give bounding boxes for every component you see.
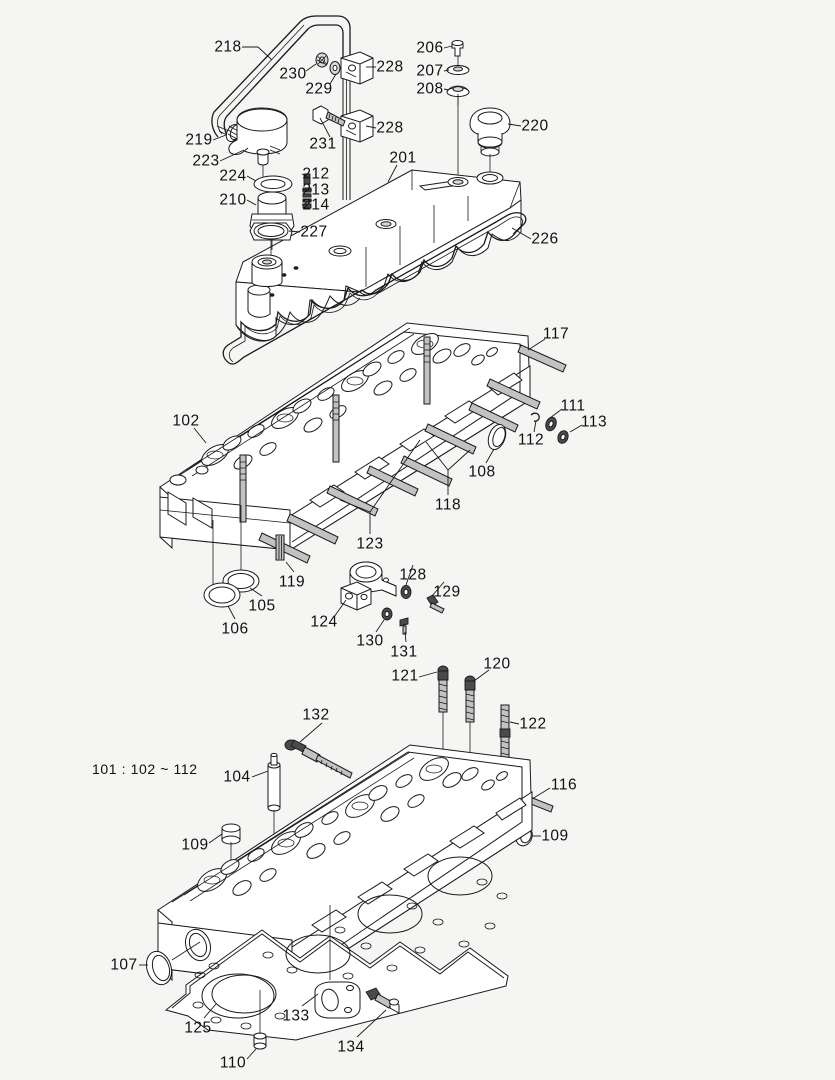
grommet-208 [446,85,470,105]
callout-124: 124 [310,613,338,631]
callout-106: 106 [221,620,249,638]
callout-130: 130 [356,632,384,650]
thermostat-plate-133 [314,905,361,1019]
washer-230 [315,52,329,68]
breather-body-223 [228,107,288,178]
callout-116: 116 [550,776,578,794]
washer-128 [400,585,412,599]
callout-213: 213 [302,181,330,199]
callout-226: 226 [531,230,559,248]
callout-210: 210 [219,191,247,209]
valve-guide-104 [267,752,281,910]
hose-clamp-228-lower [340,109,374,143]
callout-206: 206 [416,39,444,57]
callout-207: 207 [416,62,444,80]
callout-133: 133 [282,1007,310,1025]
callout-109-right: 109 [541,827,569,845]
callout-208: 208 [416,80,444,98]
callout-227: 227 [300,223,328,241]
callout-107: 107 [110,956,138,974]
washer-111 [545,416,557,432]
washer-207 [446,65,470,75]
callout-123: 123 [356,535,384,553]
leader-lines [139,45,583,1060]
breather-hose-218 [211,15,351,142]
callout-113: 113 [580,413,608,431]
callout-117: 117 [542,325,570,343]
callout-228-upper: 228 [376,58,404,76]
oil-filler-cap-220 [469,107,511,178]
callout-118: 118 [434,496,462,514]
plug-110 [253,990,267,1050]
dowel-pin-119 [275,534,285,561]
glow-plug-132 [284,739,353,779]
breather-mount-flange [251,254,283,287]
rocker-cover-201 [235,169,522,342]
callout-219: 219 [185,131,213,149]
callout-125: 125 [184,1019,212,1037]
bolt-134 [365,987,400,1014]
clip-112 [530,412,540,422]
callout-214: 214 [302,196,330,214]
small-parts-212-214 [302,173,312,209]
seal-ring-107 [145,941,201,986]
cover-bolt-206 [451,40,464,57]
callout-134: 134 [337,1038,365,1056]
callout-229: 229 [305,80,333,98]
gasket-ring-224 [253,175,293,193]
callout-231: 231 [309,135,337,153]
seal-ring-106 [203,582,241,608]
callout-119: 119 [278,573,306,591]
callout-128: 128 [399,566,427,584]
hose-clamp-228-upper [340,51,374,85]
washer-130 [381,607,393,621]
callout-218: 218 [214,38,242,56]
cylinder-head-102 [159,322,531,551]
plug-109-left [221,823,241,900]
callout-131: 131 [390,643,418,661]
callout-120: 120 [483,655,511,673]
callout-111: 111 [560,397,586,415]
callout-201: 201 [389,149,417,167]
parts-range-note: 101 : 102 ~ 112 [92,761,198,777]
callout-230: 230 [279,65,307,83]
callout-228-lower: 228 [376,119,404,137]
callout-122: 122 [519,715,547,733]
callout-110: 110 [219,1054,247,1072]
callout-108: 108 [468,463,496,481]
callout-220: 220 [521,117,549,135]
callout-109-left: 109 [181,836,209,854]
callout-129: 129 [433,583,461,601]
callout-104: 104 [223,768,251,786]
callout-132: 132 [302,706,330,724]
callout-102: 102 [172,412,200,430]
washer-229 [329,61,341,75]
callout-121: 121 [391,667,419,685]
callout-212: 212 [302,165,330,183]
washer-113 [557,430,569,444]
seal-227 [249,222,293,258]
bolt-129 [426,594,445,614]
callout-224: 224 [219,167,247,185]
seal-ring-108 [487,423,507,451]
callout-112: 112 [517,431,545,449]
bolt-231 [312,105,346,127]
valve-cover-gasket-226 [222,212,527,365]
bracket-124 [340,561,397,611]
head-studs-middle [239,336,567,564]
callout-223: 223 [192,152,220,170]
callout-105: 105 [248,597,276,615]
